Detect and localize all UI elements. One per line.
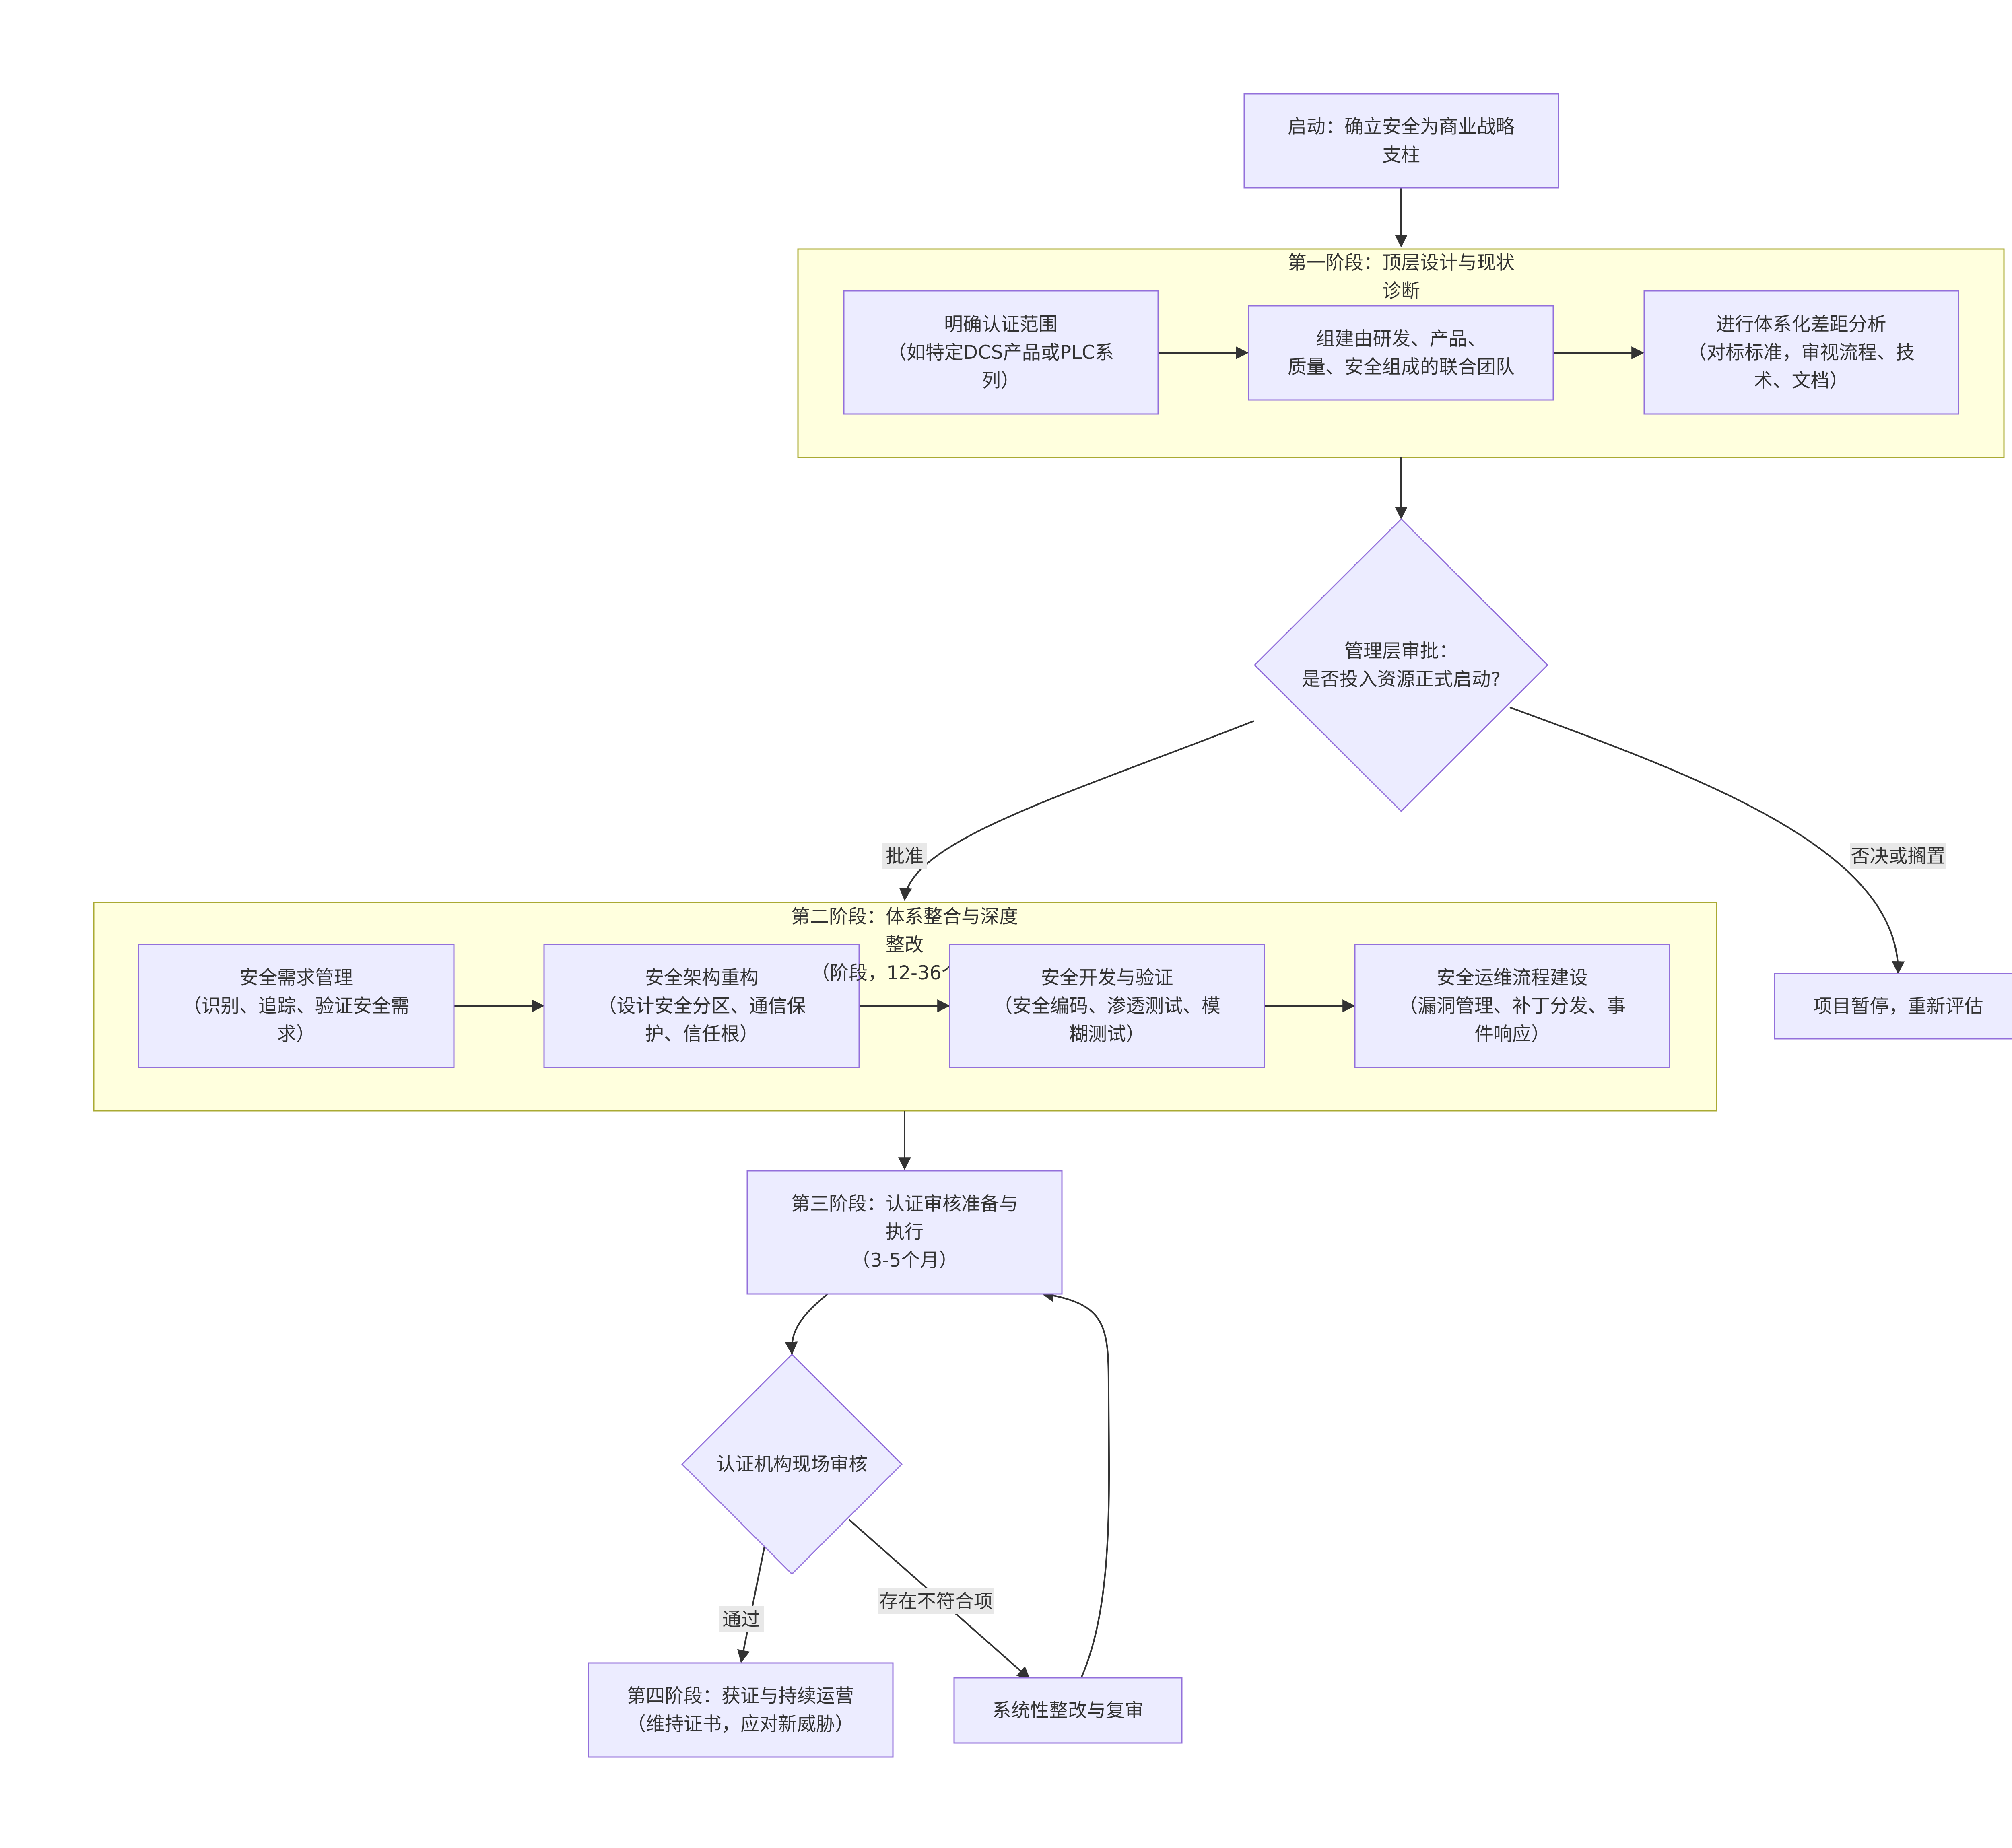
node-dev-label: 安全开发与验证 （安全编码、渗透测试、模糊测试） <box>994 967 1220 1045</box>
text-line: 整改 <box>886 934 924 956</box>
text-line: 组建由研发、产品、 <box>1316 328 1486 350</box>
text-line: 第二阶段：体系整合与深度 <box>791 906 1018 928</box>
node-gap-label: 进行体系化差距分析 （对标标准，审视流程、技术、文档） <box>1688 313 1915 392</box>
node-pause-label: 项目暂停，重新评估 <box>1813 995 1983 1018</box>
text-line: 安全架构重构 <box>645 967 759 989</box>
node-arch[interactable]: 安全架构重构 （设计安全分区、通信保护、信任根） <box>543 944 860 1068</box>
node-ops-label: 安全运维流程建设 （漏洞管理、补丁分发、事件响应） <box>1399 967 1626 1045</box>
node-rectify[interactable]: 系统性整改与复审 <box>953 1677 1183 1744</box>
node-audit-label: 认证机构现场审核 <box>716 1453 868 1475</box>
text-line: （设计安全分区、通信保 <box>598 995 806 1017</box>
node-req-label: 安全需求管理 （识别、追踪、验证安全需求） <box>183 967 410 1045</box>
node-approval[interactable]: 管理层审批： 是否投入资源正式启动? <box>1253 518 1549 812</box>
text-line: 求） <box>277 1023 315 1045</box>
edge-label-reject-text: 否决或搁置 <box>1851 845 1946 867</box>
text-line: 质量、安全组成的联合团队 <box>1288 356 1515 378</box>
text-line: （维持证书，应对新威胁） <box>627 1713 854 1735</box>
text-line: 糊测试） <box>1069 1023 1145 1045</box>
text-line: 术、文档） <box>1754 370 1849 392</box>
node-start-label: 启动：确立安全为商业战略支柱 <box>1288 116 1515 166</box>
text-line: （漏洞管理、补丁分发、事 <box>1399 995 1626 1017</box>
text-line: （对标标准，审视流程、技 <box>1688 342 1915 364</box>
node-rectify-label: 系统性整改与复审 <box>992 1700 1144 1722</box>
text-line: （3-5个月） <box>851 1249 958 1271</box>
text-line: 安全需求管理 <box>239 967 353 989</box>
node-phase4-label: 第四阶段：获证与持续运营 （维持证书，应对新威胁） <box>627 1685 854 1735</box>
text-line: 护、信任根） <box>645 1023 759 1045</box>
text-line: 第三阶段：认证审核准备与 <box>791 1193 1018 1215</box>
edge-rectify-phase3 <box>1041 1289 1110 1678</box>
text-line: 诊断 <box>1382 280 1420 302</box>
edge-label-pass-text: 通过 <box>722 1609 760 1631</box>
text-line: 管理层审批： <box>1344 640 1458 662</box>
node-scope[interactable]: 明确认证范围 （如特定DCS产品或PLC系列） <box>843 290 1159 415</box>
edges <box>454 188 1905 1680</box>
text-line: 项目暂停，重新评估 <box>1813 995 1983 1018</box>
text-line: 启动：确立安全为商业战略 <box>1288 116 1515 138</box>
node-req[interactable]: 安全需求管理 （识别、追踪、验证安全需求） <box>138 944 455 1068</box>
edge-label-nonconform-text: 存在不符合项 <box>879 1590 993 1613</box>
node-audit[interactable]: 认证机构现场审核 <box>681 1353 903 1575</box>
node-phase4[interactable]: 第四阶段：获证与持续运营 （维持证书，应对新威胁） <box>588 1662 894 1758</box>
text-line: （安全编码、渗透测试、模 <box>994 995 1220 1017</box>
text-line: 进行体系化差距分析 <box>1716 313 1886 336</box>
node-phase3[interactable]: 第三阶段：认证审核准备与执行 （3-5个月） <box>746 1170 1063 1295</box>
text-line: 安全开发与验证 <box>1041 967 1173 989</box>
text-line: （识别、追踪、验证安全需 <box>183 995 410 1017</box>
edge-label-approve-text: 批准 <box>886 845 924 867</box>
node-ops[interactable]: 安全运维流程建设 （漏洞管理、补丁分发、事件响应） <box>1354 944 1670 1068</box>
text-line: 安全运维流程建设 <box>1437 967 1588 989</box>
edge-phase3-audit <box>785 1293 829 1355</box>
node-arch-label: 安全架构重构 （设计安全分区、通信保护、信任根） <box>598 967 806 1045</box>
text-line: 明确认证范围 <box>944 313 1058 336</box>
edge-label-approve: 批准 <box>882 843 927 869</box>
node-team[interactable]: 组建由研发、产品、质量、安全组成的联合团队 <box>1248 305 1554 401</box>
text-line: 认证机构现场审核 <box>716 1453 868 1475</box>
node-dev[interactable]: 安全开发与验证 （安全编码、渗透测试、模糊测试） <box>949 944 1265 1068</box>
text-line: 列） <box>982 370 1020 392</box>
text-line: 是否投入资源正式启动? <box>1302 668 1501 690</box>
edge-label-nonconform: 存在不符合项 <box>878 1588 994 1614</box>
node-gap[interactable]: 进行体系化差距分析 （对标标准，审视流程、技术、文档） <box>1643 290 1959 415</box>
text-line: 第一阶段：顶层设计与现状 <box>1288 252 1515 274</box>
node-team-label: 组建由研发、产品、质量、安全组成的联合团队 <box>1288 328 1515 378</box>
node-start[interactable]: 启动：确立安全为商业战略支柱 <box>1243 93 1559 189</box>
text-line: 系统性整改与复审 <box>992 1700 1144 1722</box>
text-line: 执行 <box>886 1221 924 1243</box>
cluster-phase1-title: 第一阶段：顶层设计与现状诊断 <box>1288 252 1515 302</box>
text-line: （如特定DCS产品或PLC系 <box>888 342 1114 364</box>
edge-audit-phase4 <box>737 1546 765 1663</box>
node-pause[interactable]: 项目暂停，重新评估 <box>1774 973 2012 1040</box>
node-phase3-label: 第三阶段：认证审核准备与执行 （3-5个月） <box>791 1193 1018 1271</box>
text-line: 支柱 <box>1382 144 1420 166</box>
edge-approval-pause <box>1509 707 1905 974</box>
node-scope-label: 明确认证范围 （如特定DCS产品或PLC系列） <box>888 313 1114 392</box>
node-approval-label: 管理层审批： 是否投入资源正式启动? <box>1302 640 1501 690</box>
text-line: 第四阶段：获证与持续运营 <box>627 1685 854 1707</box>
edge-label-reject: 否决或搁置 <box>1850 843 1946 869</box>
edge-approval-phase2 <box>899 720 1254 901</box>
edge-label-pass: 通过 <box>719 1606 764 1632</box>
text-line: 件响应） <box>1474 1023 1550 1045</box>
